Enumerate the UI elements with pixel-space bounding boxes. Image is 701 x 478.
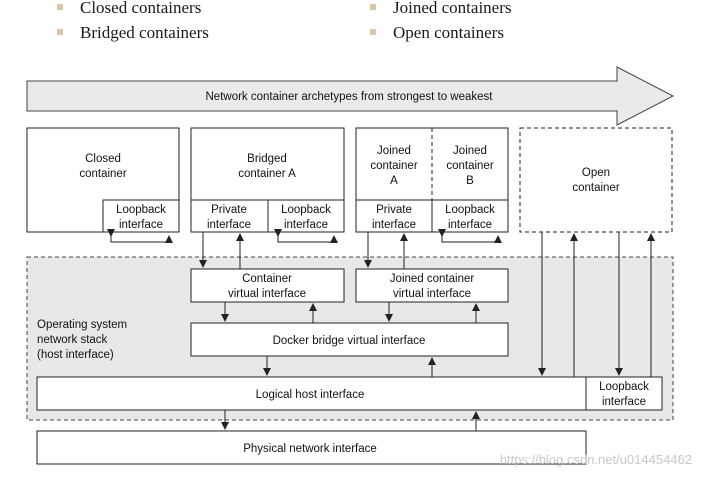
bullet-item: Joined containers [370,0,512,18]
bullet-square-icon [370,29,376,36]
bullet-square-icon [57,4,63,11]
arrow-label: Network container archetypes from strong… [206,91,494,103]
connector-arrows [199,232,655,431]
bullet-square-icon [370,4,376,11]
bullet-list: Closed containers Joined containers Brid… [0,0,701,48]
bullet-item: Open containers [370,23,504,43]
bullet-square-icon [57,29,63,36]
physical-interface-box [36,430,587,465]
joined-loopback-arrow [438,229,502,243]
logical-host-label: Logical host interface [256,389,365,401]
bullet-text: Joined containers [393,0,512,17]
open-container-box [519,127,673,233]
bullet-text: Open containers [393,23,504,42]
bullet-text: Closed containers [80,0,202,17]
bridged-loopback-arrow [274,229,338,243]
bullet-item: Bridged containers [57,23,209,43]
joined-virtual-interface-box [355,268,509,303]
bridged-loopback-box [267,199,345,233]
container-virtual-interface-box [190,268,345,303]
bullet-text: Bridged containers [80,23,209,42]
physical-interface-label: Physical network interface [243,443,377,455]
strength-arrow [26,66,675,126]
docker-bridge-box [190,322,509,357]
host-loopback-box [585,376,663,411]
closed-loopback-arrow [107,229,173,243]
watermark-text: https://blog.csdn.net/u014454462 [500,452,692,467]
docker-bridge-label: Docker bridge virtual interface [273,335,426,347]
joined-private-box [355,199,433,233]
bullet-item: Closed containers [57,0,201,18]
